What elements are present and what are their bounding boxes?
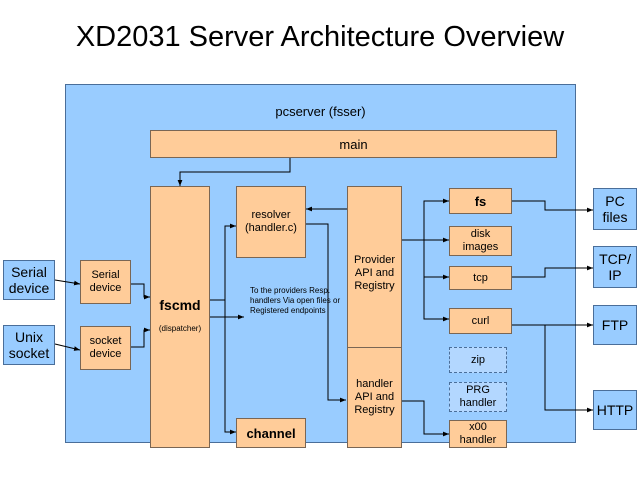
providers-note: To the providers Resp. handlers Via open… (250, 286, 341, 315)
arrow-serial-to-fscmd (131, 283, 150, 300)
resolver-box: resolver (handler.c) (236, 186, 306, 258)
fscmd-sub-label: (dispatcher) (158, 324, 202, 333)
arrow-socket-to-fscmd (131, 327, 150, 348)
disk-images-box: disk images (449, 226, 512, 256)
provider-api-box: Provider API and Registry (347, 186, 402, 361)
external-tcp-ip: TCP/ IP (593, 246, 637, 288)
external-pc-files: PC files (593, 188, 637, 230)
main-box: main (150, 130, 557, 158)
arrow-ext-socket-to-socket (54, 343, 81, 351)
arrow-fscmd-to-channel (224, 300, 236, 435)
arrow-curl-to-http (544, 325, 593, 413)
arrow-main-to-fscmd (177, 158, 291, 186)
arrow-tcp-to-tcpip (512, 265, 593, 278)
socket-device-box: socket device (80, 326, 131, 370)
external-ftp: FTP (593, 305, 637, 345)
resolver-label: resolver (251, 209, 291, 221)
serial-device-box: Serial device (80, 260, 131, 304)
arrow-resolver-to-handler (306, 223, 346, 403)
arrow-provider-to-tcp (423, 240, 449, 280)
zip-handler-box: zip (449, 347, 507, 373)
curl-box: curl (449, 308, 512, 334)
arrow-ext-serial-to-serial (54, 279, 81, 286)
arrow-handler-to-x00 (402, 400, 449, 437)
diagram-title: XD2031 Server Architecture Overview (75, 21, 565, 53)
arrow-fs-to-pcfiles (512, 200, 593, 213)
fscmd-box: fscmd (dispatcher) (150, 186, 210, 448)
prg-handler-box: PRG handler (449, 382, 507, 412)
tcp-box: tcp (449, 266, 512, 290)
external-serial-device: Serial device (3, 260, 55, 300)
arrow-fscmd-to-resolver (210, 223, 236, 301)
fs-box: fs (449, 188, 512, 214)
arrow-provider-to-fs (402, 198, 449, 241)
channel-box: channel (236, 418, 306, 448)
x00-handler-box: x00 handler (449, 420, 507, 448)
fscmd-label: fscmd (159, 297, 201, 313)
arrow-provider-to-curl (423, 277, 449, 322)
resolver-sub-label: (handler.c) (245, 222, 297, 234)
handler-api-box: handler API and Registry (347, 347, 402, 448)
pcserver-label: pcserver (fsser) (275, 104, 366, 119)
external-unix-socket: Unix socket (3, 325, 55, 365)
external-http: HTTP (593, 390, 637, 430)
